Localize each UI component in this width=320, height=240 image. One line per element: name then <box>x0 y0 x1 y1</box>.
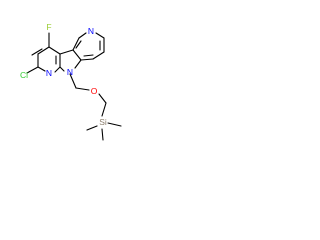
bond <box>107 122 122 127</box>
bond <box>48 46 61 55</box>
atom-n-ring-right: N <box>88 26 94 36</box>
bond <box>101 102 107 117</box>
bond <box>80 58 94 61</box>
bond <box>69 73 77 89</box>
bond <box>54 66 61 73</box>
bond <box>31 48 43 56</box>
bond <box>26 66 39 74</box>
atom-labels: F Cl N N N O Si <box>20 22 107 127</box>
atom-n-ring-left: N <box>46 68 52 78</box>
bond <box>101 128 104 141</box>
bond-lines <box>26 32 122 141</box>
bond <box>37 46 50 55</box>
bond <box>37 66 46 72</box>
molecule-canvas: F Cl N N N O Si <box>0 0 152 152</box>
bond <box>72 49 82 61</box>
bond <box>59 66 65 72</box>
bond <box>59 49 74 55</box>
bond <box>75 87 90 91</box>
bond <box>98 93 107 104</box>
bond <box>78 32 87 39</box>
atom-cl: Cl <box>20 70 28 80</box>
bond <box>95 32 105 39</box>
bond <box>86 125 98 131</box>
atom-si: Si <box>99 117 107 127</box>
atom-f: F <box>46 22 51 32</box>
atom-o: O <box>91 86 98 96</box>
bond <box>74 59 82 69</box>
bond <box>83 54 94 57</box>
bond <box>75 40 82 49</box>
atom-n-pyrrole: N <box>67 67 73 77</box>
bond <box>72 37 80 51</box>
bond <box>92 51 105 60</box>
structure-diagram: F Cl N N N O Si <box>20 22 122 141</box>
